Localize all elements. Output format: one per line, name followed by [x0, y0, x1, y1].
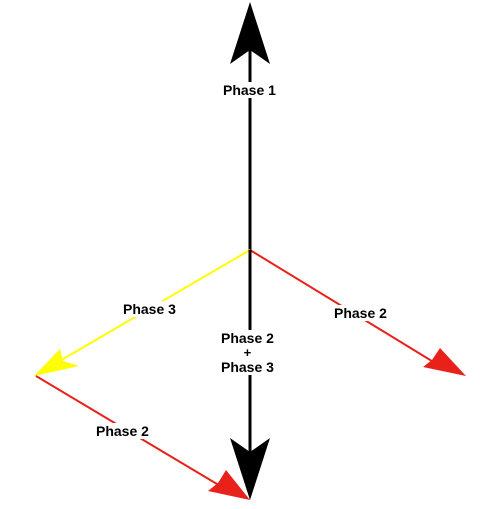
phase1-arrowhead — [230, 2, 270, 64]
sum-label-line1: Phase 2 — [221, 330, 274, 346]
phase2-bottom-arrowhead — [208, 470, 250, 500]
sum-label: Phase 2 + Phase 3 — [219, 330, 276, 375]
sum-label-plus: + — [243, 345, 252, 360]
sum-label-line2: Phase 3 — [221, 359, 274, 375]
phase2-right-label: Phase 2 — [332, 305, 389, 321]
phase1-label: Phase 1 — [221, 82, 278, 98]
sum-arrowhead — [230, 438, 270, 500]
phase2-bottom-label: Phase 2 — [94, 423, 151, 439]
phase2-right-arrowhead — [423, 348, 466, 376]
phase3-label: Phase 3 — [121, 301, 178, 317]
sum-vector — [230, 250, 270, 500]
phase1-vector — [230, 2, 270, 250]
phase3-arrowhead — [34, 349, 79, 376]
